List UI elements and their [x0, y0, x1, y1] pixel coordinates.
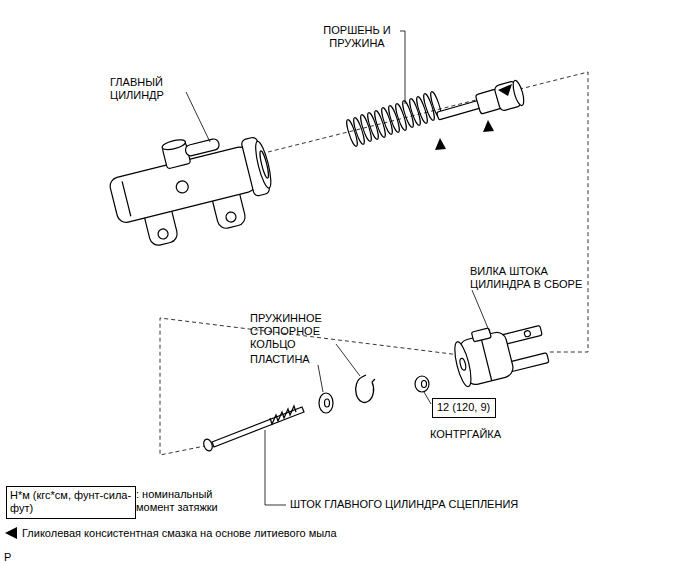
clevis [450, 316, 550, 388]
page-code: P [4, 551, 11, 564]
part-label: ГЛАВНЫЙ ЦИЛИНДР [110, 76, 190, 102]
legend-text: : номинальный момент затяжки [136, 488, 246, 514]
snap-ring [356, 375, 375, 402]
master-cylinder [103, 120, 281, 254]
part-label: ШТОК ГЛАВНОГО ЦИЛИНДРА СЦЕПЛЕНИЯ [290, 498, 518, 511]
grease-arrow-symbol [5, 527, 17, 539]
part-label: ПЛАСТИНА [250, 353, 310, 366]
part-label: ПОРШЕНЬ И ПРУЖИНА [312, 24, 402, 50]
piston [434, 79, 526, 128]
grease-arrow [435, 84, 512, 150]
spring [345, 91, 443, 147]
legend-text: Гликолевая консистентная смазка на основ… [22, 527, 337, 540]
part-label: ВИЛКА ШТОКА ЦИЛИНДРА В СБОРЕ [470, 265, 605, 291]
unit-box: Н*м (кгс*см, фунт-сила-фут) [6, 486, 136, 519]
part-label: ПРУЖИННОЕ СТОПОРНОЕ КОЛЬЦО [250, 312, 334, 352]
part-label: КОНТРГАЙКА [430, 428, 501, 441]
box-text: Н*м (кгс*см, фунт-сила-фут) [10, 489, 132, 515]
torque-box: 12 (120, 9) [432, 398, 496, 418]
box-text: 12 (120, 9) [437, 401, 491, 414]
assembly-line [160, 72, 588, 455]
push-rod [202, 406, 304, 452]
lock-nut [415, 376, 429, 392]
plate [319, 393, 333, 413]
